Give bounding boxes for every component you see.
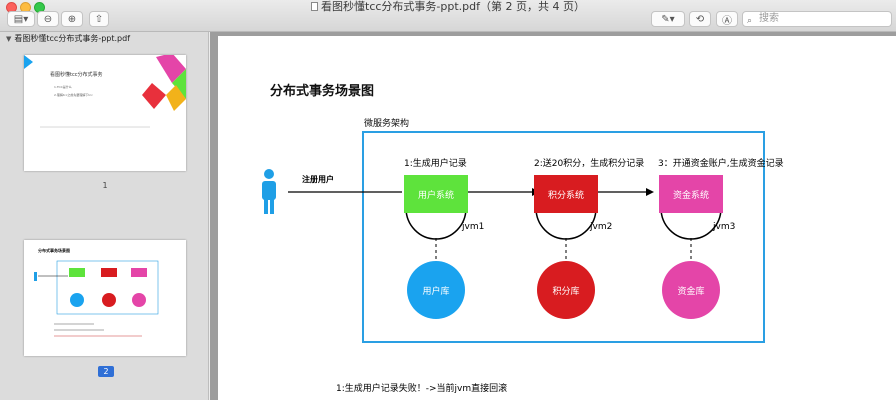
pen-icon: ✎▾	[661, 13, 675, 25]
share-button[interactable]: ⇧	[89, 11, 109, 27]
step-3-label: 3：开通资金账户,生成资金记录	[658, 159, 784, 169]
thumbnail-1-corner-mark	[24, 55, 33, 69]
thumbnail-sidebar: ▼看图秒懂tcc分布式事务-ppt.pdf 看图秒懂tcc分布式事务 1.TCC…	[0, 32, 209, 400]
step-1-label: 1:生成用户记录	[404, 159, 467, 169]
thumbnail-2-service-1	[69, 268, 85, 277]
thumbnail-2-graphic	[34, 260, 159, 337]
sidebar-toggle-button[interactable]: ▤▾	[7, 11, 35, 27]
zoom-out-button[interactable]: ⊖	[37, 11, 59, 27]
thumbnail-1-graphic	[24, 55, 186, 128]
share-icon: ⇧	[94, 13, 104, 25]
pdf-page: 分布式事务场景图 微服务架构	[218, 36, 896, 400]
microservice-frame	[362, 131, 765, 343]
thumbnail-2-db-2	[102, 293, 116, 307]
disclosure-triangle-icon: ▼	[6, 35, 12, 43]
zoom-out-icon: ⊖	[43, 13, 53, 25]
fund-system-box: 资金系统	[659, 175, 723, 213]
thumbnail-1-tile-pink	[156, 55, 186, 83]
zoom-in-button[interactable]: ⊕	[61, 11, 83, 27]
thumbnail-2-db-3	[132, 293, 146, 307]
person-icon	[262, 169, 276, 214]
page-number-1[interactable]: 1	[102, 181, 108, 190]
zoom-in-icon: ⊕	[67, 13, 77, 25]
thumbnail-1-line-1: 1.TCC是什么	[54, 85, 72, 89]
jvm2-label: jvm2	[590, 222, 613, 232]
thumbnail-2-db-1	[70, 293, 84, 307]
rotate-icon: ⟲	[695, 13, 705, 25]
fund-db-circle: 资金库	[662, 261, 720, 319]
thumbnail-1-tile-yellow	[166, 85, 186, 111]
thumbnail-2-title: 分布式事务场景图	[38, 248, 70, 253]
user-system-box: 用户系统	[404, 175, 468, 213]
arrowhead-2	[646, 188, 654, 196]
window-titlebar: 看图秒懂tcc分布式事务-ppt.pdf（第 2 页，共 4 页） ▤▾ ⊖ ⊕…	[0, 0, 896, 32]
jvm3-label: jvm3	[713, 222, 736, 232]
sidebar-file-header[interactable]: ▼看图秒懂tcc分布式事务-ppt.pdf	[6, 34, 131, 43]
document-icon	[311, 2, 318, 11]
window-title: 看图秒懂tcc分布式事务-ppt.pdf（第 2 页，共 4 页）	[0, 0, 896, 13]
rollback-footnote: 1:生成用户记录失败！->当前jvm直接回滚	[336, 384, 508, 394]
jvm1-label: jvm1	[462, 222, 485, 232]
thumbnail-1-tile-green	[172, 69, 186, 99]
points-db-circle: 积分库	[537, 261, 595, 319]
step-2-label: 2:送20积分，生成积分记录	[534, 159, 645, 169]
rotate-button[interactable]: ⟲	[689, 11, 711, 27]
register-user-label: 注册用户	[302, 175, 334, 184]
thumbnail-2-frame	[56, 260, 159, 315]
thumbnail-1-title: 看图秒懂tcc分布式事务	[50, 72, 103, 78]
thumbnail-2-person	[34, 272, 37, 281]
microservice-label: 微服务架构	[364, 119, 410, 129]
user-db-circle: 用户库	[407, 261, 465, 319]
points-system-box: 积分系统	[534, 175, 598, 213]
document-view[interactable]: 分布式事务场景图 微服务架构	[210, 32, 896, 400]
page-number-2[interactable]: 2	[98, 366, 114, 377]
thumbnail-2-service-3	[131, 268, 147, 277]
slide-title: 分布式事务场景图	[270, 84, 375, 99]
sidebar-icon: ▤▾	[13, 13, 29, 25]
annotate-icon: Ⓐ	[722, 15, 732, 27]
search-icon: ⌕	[747, 16, 753, 26]
thumbnail-1-line-2: 2.理解tcc之前先要理解下tcc	[54, 93, 93, 97]
search-input[interactable]: ⌕ 搜索	[742, 11, 892, 27]
page-thumbnail-1[interactable]: 看图秒懂tcc分布式事务 1.TCC是什么 2.理解tcc之前先要理解下tcc	[24, 55, 186, 171]
thumbnail-2-service-2	[101, 268, 117, 277]
annotate-button[interactable]: Ⓐ	[716, 11, 738, 27]
markup-button[interactable]: ✎▾	[651, 11, 685, 27]
diagram-lines	[262, 169, 722, 264]
page-thumbnail-2[interactable]: 分布式事务场景图	[24, 240, 186, 356]
thumbnail-1-tile-red	[142, 83, 166, 109]
